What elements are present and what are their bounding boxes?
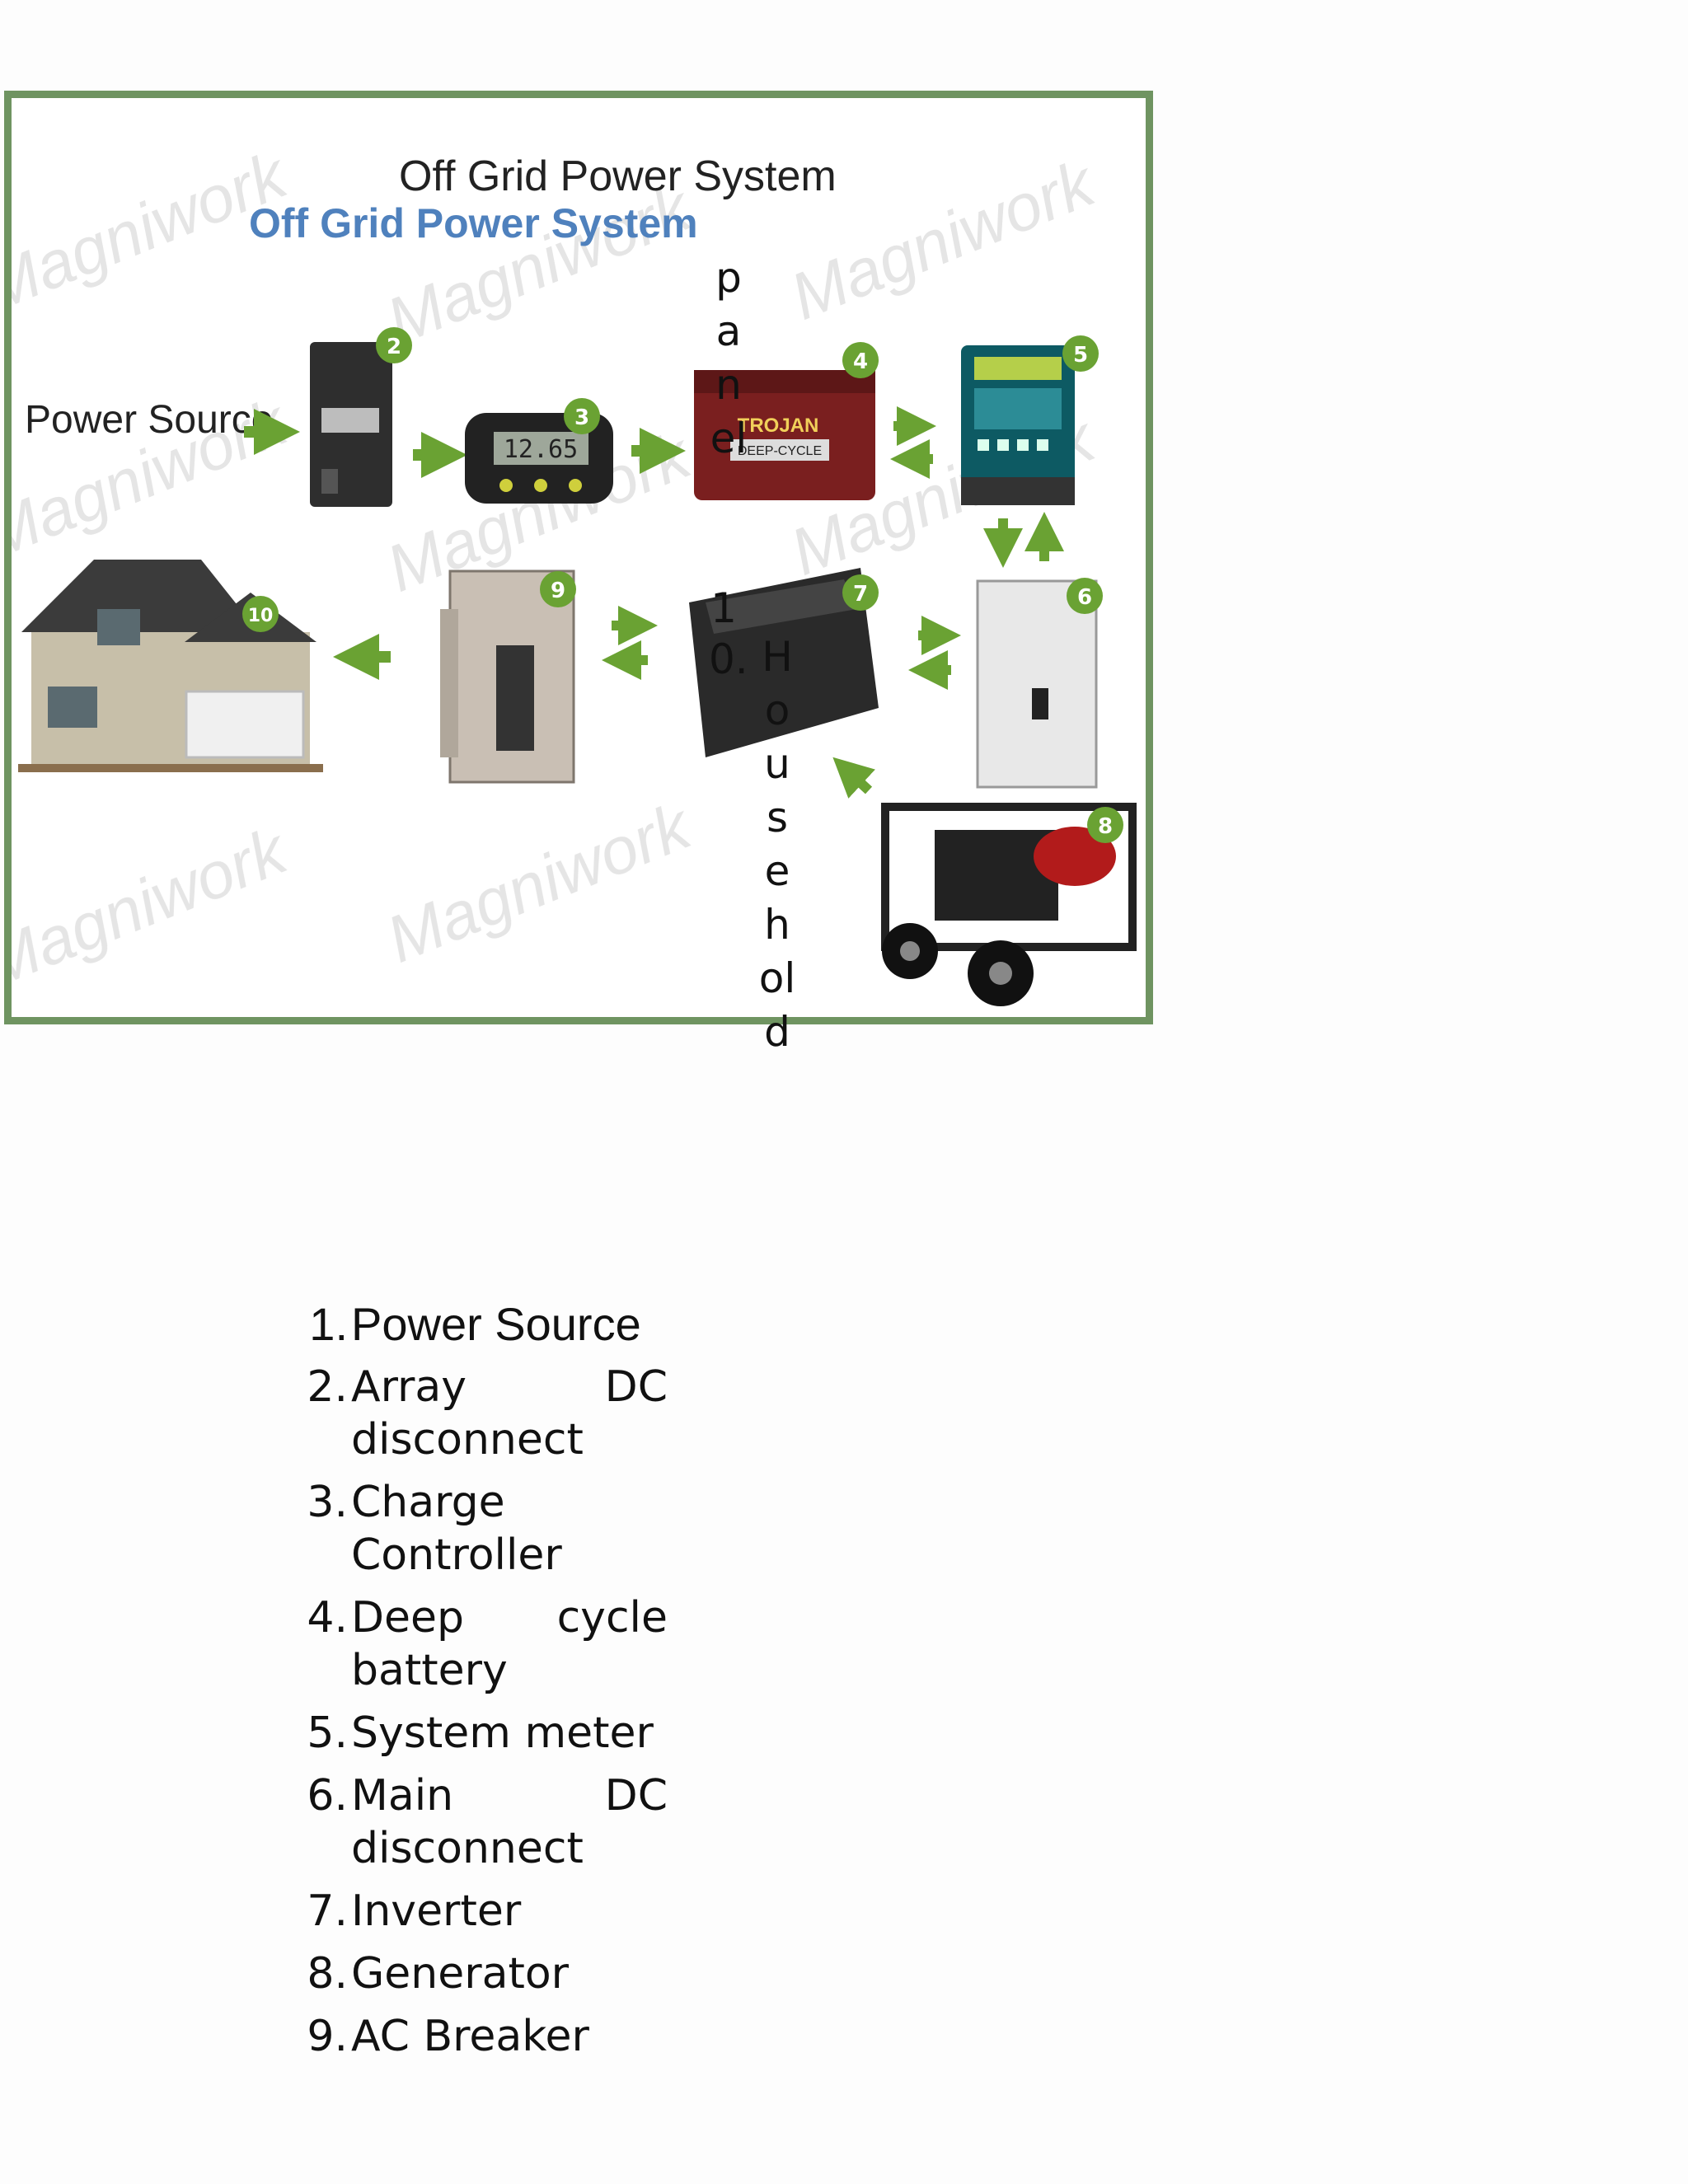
array-dc-disconnect-icon <box>310 342 392 507</box>
diagram-drawing: Magniwork Magniwork Magniwork Magniwork … <box>12 137 1137 1006</box>
badge-7: 7 <box>842 574 879 611</box>
svg-text:7: 7 <box>853 582 868 607</box>
household-icon <box>18 560 323 772</box>
badge-8: 8 <box>1087 807 1123 843</box>
svg-text:3: 3 <box>574 405 589 430</box>
legend-item: 2.Array DC disconnect <box>307 1362 668 1465</box>
badge-10: 10 <box>242 596 279 632</box>
legend-item: 4.Deep cycle battery <box>307 1593 668 1695</box>
vertical-label-household: Household <box>758 633 796 1056</box>
ac-breaker-panel-icon <box>440 569 575 784</box>
image-title: Off Grid Power System <box>399 152 837 200</box>
diagram-image: Magniwork Magniwork Magniwork Magniwork … <box>4 91 1153 1024</box>
legend-item: 8.Generator <box>307 1949 570 1999</box>
deep-cycle-battery-icon: TROJAN DEEP-CYCLE <box>694 370 875 500</box>
badge-2: 2 <box>376 327 412 363</box>
legend-item: 6.Main DC disconnect <box>307 1771 668 1873</box>
main-dc-disconnect-icon <box>976 579 1098 789</box>
badge-6: 6 <box>1067 578 1103 614</box>
component-legend: 1.Power Source 2.Array DC disconnect 3.C… <box>297 1298 668 2073</box>
svg-text:8: 8 <box>1098 814 1113 839</box>
svg-text:5: 5 <box>1073 343 1088 368</box>
svg-text:6: 6 <box>1077 585 1092 610</box>
svg-text:TROJAN: TROJAN <box>738 415 819 437</box>
badge-5: 5 <box>1062 335 1099 372</box>
svg-text:12.65: 12.65 <box>504 435 578 464</box>
flow-arrow <box>832 757 875 799</box>
overlay-title: Off Grid Power System <box>249 200 698 246</box>
svg-text:10: 10 <box>248 606 274 626</box>
vertical-label-10: 10. <box>709 584 748 683</box>
watermark: Magniwork <box>377 788 703 977</box>
badge-4: 4 <box>842 342 879 378</box>
generator-icon <box>881 803 1137 1006</box>
power-source-label: Power Source <box>25 398 273 442</box>
svg-text:2: 2 <box>387 335 401 359</box>
legend-item: 5.System meter <box>307 1708 654 1758</box>
legend-item: 3.Charge Controller <box>307 1478 562 1580</box>
badge-3: 3 <box>564 398 600 434</box>
vertical-label-panel: panel <box>710 254 748 462</box>
svg-text:4: 4 <box>853 349 868 374</box>
system-meter-icon <box>961 345 1075 505</box>
svg-text:9: 9 <box>551 579 565 603</box>
badge-9: 9 <box>540 571 576 607</box>
legend-item: 7.Inverter <box>307 1886 522 1936</box>
inverter-icon <box>689 568 879 757</box>
legend-item: 9.AC Breaker <box>307 2012 589 2061</box>
charge-controller-icon: 12.65 <box>465 413 613 504</box>
svg-text:DEEP-CYCLE: DEEP-CYCLE <box>738 444 822 458</box>
legend-item: 1.Power Source <box>309 1298 641 1350</box>
watermark: Magniwork <box>12 813 299 1001</box>
